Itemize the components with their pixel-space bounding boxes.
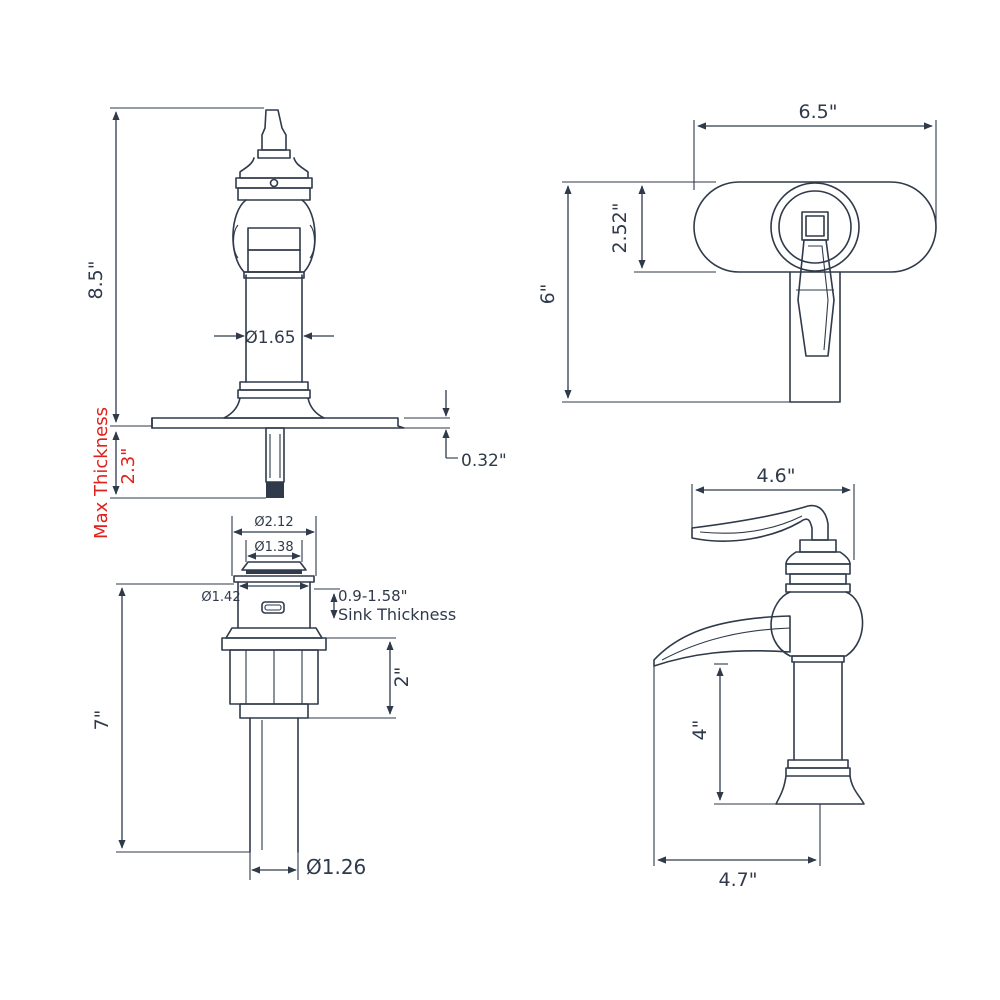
dimension-dia-2-12: Ø2.12 — [231, 515, 317, 576]
dimension-drain-2: 2" — [308, 637, 413, 719]
label-spout-4: 4" — [689, 720, 711, 741]
label-handle-4-6: 4.6" — [757, 465, 796, 487]
dimension-dia-1-26: Ø1.26 — [249, 852, 366, 880]
dimension-dia-1-42: Ø1.42 — [201, 582, 309, 605]
side-view-faucet — [653, 504, 865, 805]
dimension-deck-0-32: 0.32" — [404, 390, 507, 471]
label-dia-1-65: Ø1.65 — [244, 328, 295, 348]
dimension-dia-1-65: Ø1.65 — [214, 328, 334, 348]
dimension-height-2-52: 2.52" — [609, 181, 716, 273]
pop-up-drain — [221, 561, 327, 853]
label-dia-2-12: Ø2.12 — [254, 515, 293, 530]
label-max-thickness: Max Thickness — [91, 407, 112, 539]
label-height-6: 6" — [537, 284, 559, 305]
label-height-2-52: 2.52" — [609, 202, 631, 253]
label-sink-range: 0.9-1.58" — [338, 587, 408, 605]
dimension-shank-2-3: 2.3" Max Thickness — [91, 407, 266, 539]
dimension-width-6-5: 6.5" — [693, 101, 937, 230]
label-dia-1-26: Ø1.26 — [306, 855, 366, 879]
dimension-spout-4: 4" — [689, 663, 776, 805]
dimension-height-6: 6" — [537, 181, 790, 403]
dimension-sink-thickness: 0.9-1.58" Sink Thickness — [314, 587, 456, 624]
dimension-dia-1-38: Ø1.38 — [245, 540, 303, 562]
label-reach-4-7: 4.7" — [719, 869, 758, 891]
label-width-6-5: 6.5" — [799, 101, 838, 123]
label-dia-1-38: Ø1.38 — [254, 540, 293, 555]
dimension-height-8-5: 8.5" — [85, 107, 264, 427]
label-dia-1-42: Ø1.42 — [201, 590, 240, 605]
label-shank-2-3: 2.3" — [118, 448, 139, 485]
front-view-faucet — [151, 109, 405, 498]
dimension-reach-4-7: 4.7" — [653, 666, 821, 891]
label-drain-7: 7" — [91, 710, 113, 731]
top-view-faucet — [693, 181, 937, 403]
label-height-8-5: 8.5" — [85, 261, 107, 300]
label-sink-thickness: Sink Thickness — [338, 605, 456, 624]
dimension-drain-7: 7" — [91, 583, 250, 853]
label-deck-0-32: 0.32" — [461, 451, 507, 471]
label-drain-2: 2" — [391, 667, 413, 688]
dimension-handle-4-6: 4.6" — [691, 465, 855, 560]
